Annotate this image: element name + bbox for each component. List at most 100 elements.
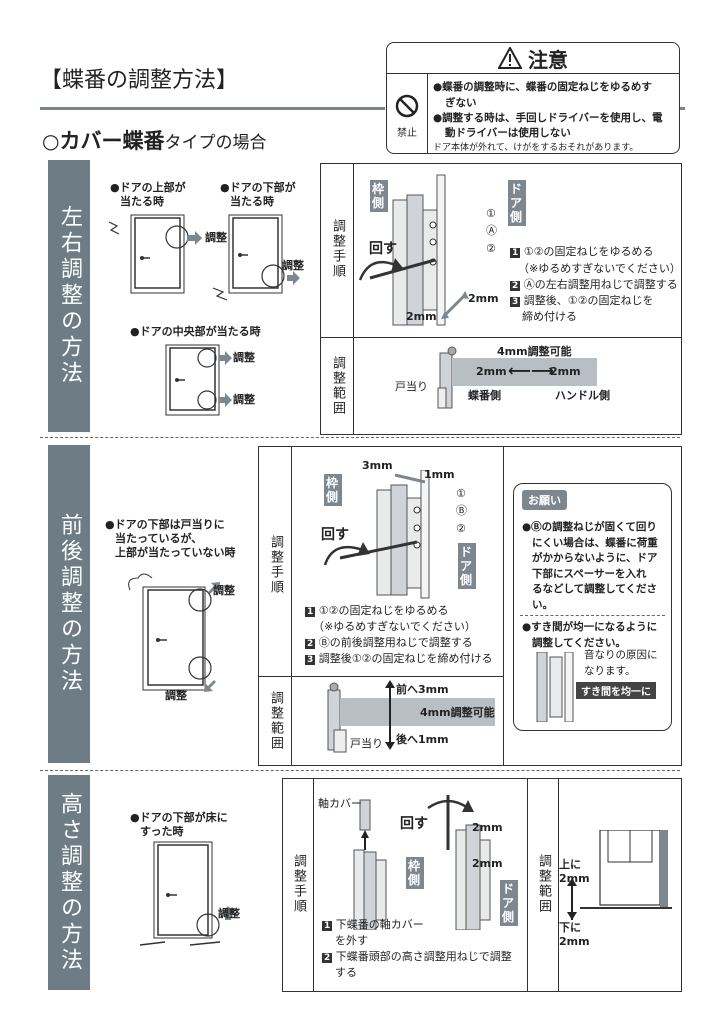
s2-fwd: 前へ3mm xyxy=(396,683,449,696)
s2-num-B: Ⓑ xyxy=(456,504,467,517)
s1-adj-2: 調整 xyxy=(282,259,304,272)
caution-line2b: 動ドライバーは使用しない xyxy=(445,127,571,139)
s2-step-2: 2 Ⓑの前後調整用ねじで調整する xyxy=(305,636,473,649)
s1-adj-1: 調整 xyxy=(205,231,227,244)
s1-range-label: 調整範囲 xyxy=(330,356,345,416)
s1-num-2: ② xyxy=(486,242,496,255)
s1-step-2: 2 Ⓐの左右調整用ねじで調整する xyxy=(510,278,678,291)
subtitle: ○カバー蝶番タイプの場合 xyxy=(42,125,266,155)
s1-hinge-side: 蝶番側 xyxy=(468,389,501,402)
s1-mm-arrows xyxy=(441,291,469,319)
s3-step-1: 1 下蝶番の軸カバー xyxy=(322,918,424,931)
s3-hinge-illus xyxy=(353,795,491,930)
s2-request-sep xyxy=(520,615,665,616)
s1-range-right: 2mm xyxy=(550,365,581,378)
s3-step-2: 2 下蝶番頭部の高さ調整用ねじで調整 xyxy=(322,950,512,963)
s2-door-illus xyxy=(128,573,220,692)
s2-proc-range-divider xyxy=(291,676,503,677)
subtitle-rest: タイプの場合 xyxy=(164,133,267,153)
s2-adj-2: 調整 xyxy=(165,689,187,702)
title-rule xyxy=(40,107,385,110)
caution-box: 注意 禁止 ●蝶番の調整時に、蝶番の固定ねじをゆるめす ぎない ●調整する時は、… xyxy=(386,42,680,154)
caution-line1: ●蝶番の調整時に、蝶番の固定ねじをゆるめす xyxy=(433,81,652,93)
s1-hinge-illus xyxy=(358,174,446,326)
divider-2 xyxy=(40,770,680,771)
s2-case: ●ドアの下部は戸当りに当たっているが、上部が当たっていない時 xyxy=(105,518,236,559)
s1-range-illus xyxy=(437,346,597,409)
s2-range-label: 調整範囲 xyxy=(268,691,283,751)
band-height-label: 高さ調整の方法 xyxy=(57,791,82,974)
band-front-back-label: 前後調整の方法 xyxy=(57,513,82,695)
s3-mm-up: 2mm xyxy=(472,821,503,834)
s1-range-caption: 4mm調整可能 xyxy=(497,345,572,358)
s2-frame-side: 枠側 xyxy=(324,474,342,506)
door-top-illus xyxy=(108,214,202,294)
s1-adj-4: 調整 xyxy=(233,393,255,406)
s1-range-label-cell: 調整範囲 xyxy=(321,338,354,434)
warning-icon xyxy=(498,47,522,69)
s3-range-label: 調整範囲 xyxy=(536,854,551,914)
s3-proc-label: 調整手順 xyxy=(291,854,306,914)
caution-note: ドア本体が外れて、けがをするおそれがあります。 xyxy=(433,143,639,153)
s2-adj-1: 調整 xyxy=(213,584,235,597)
door-middle-illus xyxy=(165,344,232,416)
s1-proc-label: 調整手順 xyxy=(330,219,345,279)
s1-step-3: 3 調整後、①②の固定ねじを xyxy=(510,294,654,307)
s3-procedure-box: 調整手順 調整範囲 xyxy=(282,778,682,992)
s1-frame-side: 枠側 xyxy=(370,180,388,212)
caution-title: 注意 xyxy=(528,47,568,72)
s3-proc-label-cell: 調整手順 xyxy=(283,779,314,991)
s3-mm-down: 2mm xyxy=(472,857,503,870)
subtitle-bold: カバー蝶番 xyxy=(59,129,165,153)
s2-step-1: 1 ①②の固定ねじをゆるめる xyxy=(305,604,449,617)
s1-adj-3: 調整 xyxy=(233,351,255,364)
subtitle-mark: ○ xyxy=(42,129,60,153)
s1-step-1: 1 ①②の固定ねじをゆるめる xyxy=(510,245,654,258)
prohibit-label: 禁止 xyxy=(397,128,417,139)
s3-door-illus xyxy=(139,841,235,946)
s3-case: ●ドアの下部が床にすった時 xyxy=(130,811,228,838)
s1-proc-label-cell: 調整手順 xyxy=(321,164,354,338)
s2-col-divider xyxy=(503,447,504,765)
s2-door-side: ドア側 xyxy=(458,543,476,589)
s1-case-bottom: ●ドアの下部が当たる時 xyxy=(220,181,296,208)
s3-step-2b: する xyxy=(335,966,357,979)
s2-mm1: 1mm xyxy=(424,468,455,481)
s3-door-side: ドア側 xyxy=(500,880,518,926)
prohibit-cell: 禁止 xyxy=(387,74,428,153)
s1-turn: 回す xyxy=(369,241,397,257)
s2-turn: 回す xyxy=(321,527,349,543)
s2-step-1b: （※ゆるめすぎないでください） xyxy=(313,620,476,633)
s2-proc-label-cell: 調整手順 xyxy=(259,447,292,677)
s1-range-arrow: ⟵⟶ xyxy=(508,361,554,380)
band-left-right-label: 左右調整の方法 xyxy=(57,205,82,387)
s1-case-top: ●ドアの上部が当たる時 xyxy=(110,181,186,208)
s2-range-label-cell: 調整範囲 xyxy=(259,677,292,765)
s1-num-A: Ⓐ xyxy=(486,224,497,237)
band-height: 高さ調整の方法 xyxy=(48,775,90,990)
s3-frame-side: 枠側 xyxy=(406,857,424,889)
s2-hinge-illus xyxy=(323,470,430,599)
s2-num-2: ② xyxy=(456,522,466,535)
s2-step-3: 3 調整後①②の固定ねじを締め付ける xyxy=(305,652,493,665)
s2-stop: 戸当り xyxy=(350,737,383,750)
s1-door-side: ドア側 xyxy=(508,180,526,226)
caution-line1b: ぎない xyxy=(445,97,477,109)
door-bottom-illus xyxy=(212,214,300,301)
divider-1 xyxy=(40,437,680,438)
s2-range-illus xyxy=(327,680,495,753)
s2-range-caption: 4mm調整可能 xyxy=(420,706,495,719)
s1-mm-right: 2mm xyxy=(468,292,499,305)
s1-step-3b: 締め付ける xyxy=(522,310,577,323)
s3-adj: 調整 xyxy=(218,907,240,920)
s2-proc-label: 調整手順 xyxy=(268,535,283,595)
s2-num-1: ① xyxy=(456,487,466,500)
band-left-right: 左右調整の方法 xyxy=(48,160,90,432)
s2-request-text-2: ●すき間が均一になるように調整してください。 xyxy=(522,621,658,649)
s1-step-1b: （※ゆるめすぎないでください） xyxy=(518,262,681,275)
s2-request-box: お願い ●Ⓑの調整ねじが固くて回りにくい場合は、蝶番に荷重がかからないように、ド… xyxy=(513,483,672,731)
s2-back: 後へ1mm xyxy=(396,733,449,746)
s1-case-middle: ●ドアの中央部が当たる時 xyxy=(130,325,261,338)
